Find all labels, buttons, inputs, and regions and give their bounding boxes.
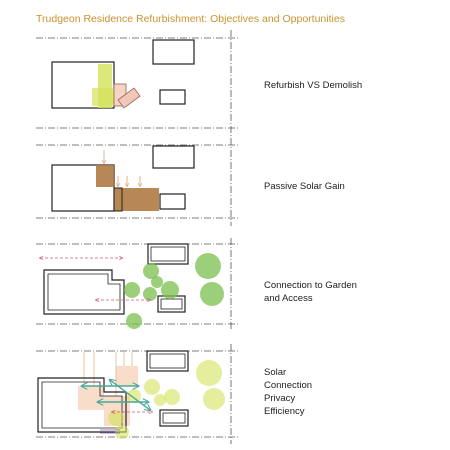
panel-3-diagram [36, 238, 240, 330]
panel-1-label: Refurbish VS Demolish [264, 79, 362, 92]
panel-4-label: Solar Connection Privacy Efficiency [264, 366, 312, 418]
panel-4-label-line: Privacy [264, 393, 296, 404]
outbuilding [146, 350, 189, 372]
outbuilding [159, 89, 186, 105]
panel-2-diagram [36, 138, 240, 226]
solar-zone [114, 188, 159, 211]
panel-3-label-line: and Access [264, 293, 313, 304]
panel-4-label-line: Connection [264, 380, 313, 391]
panel-3-label: Connection to Garden and Access [264, 279, 357, 305]
panel-3-label-line: Connection to Garden [264, 280, 357, 291]
outbuilding [152, 39, 195, 65]
sun-arrows [104, 150, 140, 186]
outbuilding [152, 145, 195, 169]
panel-1-diagram [36, 30, 240, 136]
panel-2-label: Passive Solar Gain [264, 180, 345, 193]
retained-part [92, 88, 114, 106]
site-boundary [36, 30, 240, 136]
panel-2-label-line: Passive Solar Gain [264, 181, 345, 192]
panel-4-label-line: Efficiency [264, 406, 305, 417]
extension [117, 87, 141, 109]
outbuilding [159, 193, 186, 210]
site-boundary [36, 138, 240, 226]
outbuilding [147, 243, 189, 265]
solar-zone [96, 165, 114, 187]
efficiency-lines [100, 429, 120, 434]
house-footprint [43, 269, 125, 315]
panel-1-label-line: Refurbish VS Demolish [264, 80, 363, 91]
connection-arrows [82, 380, 150, 410]
page-title: Trudgeon Residence Refurbishment: Object… [36, 13, 345, 25]
access-arrows [40, 258, 150, 300]
extension-outline [113, 187, 123, 212]
tree-canopies [124, 253, 224, 329]
outbuilding [159, 409, 189, 427]
panel-4-label-line: Solar [264, 367, 287, 378]
site-boundary [36, 344, 240, 444]
panel-4-diagram [36, 344, 240, 444]
